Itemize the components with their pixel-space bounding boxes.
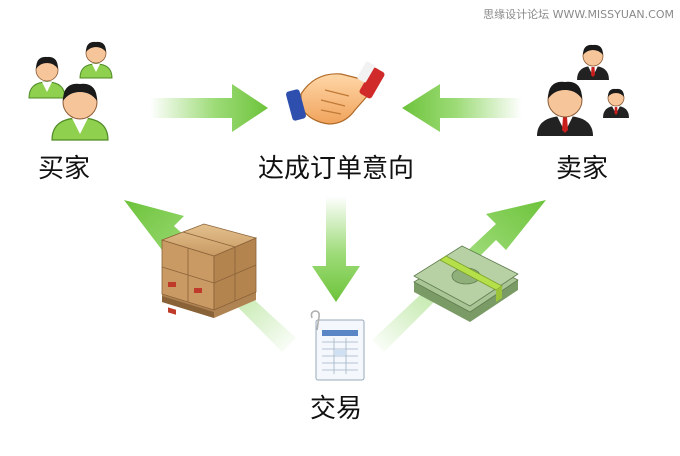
arrow-left-icon: [402, 84, 522, 132]
buyer-label: 买家: [38, 154, 91, 184]
cash-stack-icon: [413, 245, 519, 322]
arrow-right-icon: [150, 84, 268, 132]
sellers-group-icon: [537, 44, 629, 136]
seller-label: 卖家: [556, 154, 609, 184]
deal-label: 达成订单意向: [258, 154, 415, 184]
document-form-icon: [310, 310, 365, 381]
cardboard-boxes-pallet-icon: [160, 223, 258, 318]
trade-label: 交易: [310, 394, 363, 424]
handshake-icon: [286, 61, 385, 125]
watermark: 思缘设计论坛 WWW.MISSYUAN.COM: [483, 8, 674, 21]
buyers-group-icon: [28, 41, 113, 141]
arrow-down-icon: [312, 196, 360, 302]
